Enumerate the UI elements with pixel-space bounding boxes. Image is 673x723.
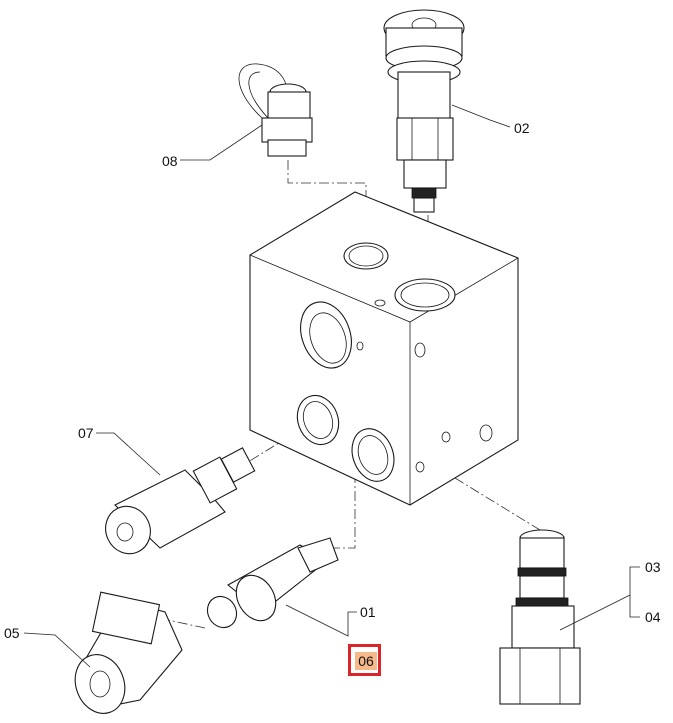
connector-part-05	[74, 591, 183, 714]
callout-08: 08	[162, 153, 178, 169]
callout-06: 06	[355, 652, 377, 670]
cartridge-part-03-04	[499, 529, 581, 705]
leader-lines	[23, 104, 640, 668]
callout-05: 05	[4, 625, 20, 641]
plug-part-08	[238, 63, 313, 157]
callout-07: 07	[78, 425, 94, 441]
callout-04: 04	[645, 609, 661, 625]
cartridge-part-01	[206, 537, 339, 629]
valve-part-02	[383, 9, 465, 213]
callout-01: 01	[360, 604, 376, 620]
solenoid-part-07	[105, 447, 256, 555]
callout-03: 03	[645, 559, 661, 575]
callout-02: 02	[514, 120, 530, 136]
highlight-box-06	[348, 644, 381, 676]
manifold-block	[249, 191, 519, 506]
